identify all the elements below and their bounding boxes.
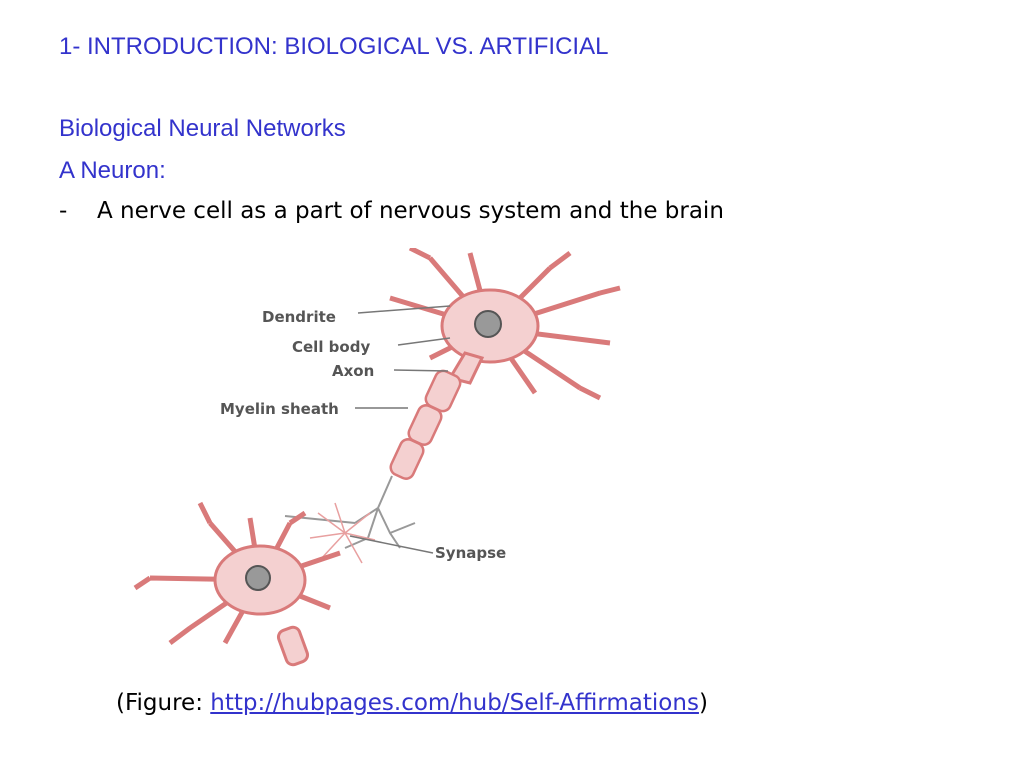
sub-heading: A Neuron: [59, 157, 166, 184]
section-heading: Biological Neural Networks [59, 115, 346, 142]
caption-suffix: ) [698, 690, 708, 716]
label-lines [349, 305, 451, 554]
synapse-label: Synapse [435, 544, 506, 562]
figure-caption: (Figure: http://hubpages.com/hub/Self-Af… [116, 690, 708, 716]
caption-link[interactable]: http://hubpages.com/hub/Self-Affirmation… [210, 690, 699, 716]
lower-neuron [133, 501, 341, 667]
bullet-text: A nerve cell as a part of nervous system… [97, 198, 724, 224]
lower-nucleus [245, 565, 271, 591]
caption-prefix: (Figure: [116, 690, 211, 716]
bullet-marker: - [59, 198, 68, 224]
axon [284, 369, 462, 549]
myelin-sheath-label: Myelin sheath [220, 400, 339, 418]
axon-label: Axon [332, 362, 374, 380]
slide-title: 1- INTRODUCTION: BIOLOGICAL VS. ARTIFICI… [59, 33, 609, 60]
bullet-item: - A nerve cell as a part of nervous syste… [59, 198, 724, 224]
neuron-diagram: Dendrite Cell body Axon Myelin sheath Sy… [133, 248, 621, 667]
synapse-burst [309, 502, 376, 564]
upper-nucleus [474, 310, 502, 338]
cell-body-label: Cell body [292, 338, 370, 356]
axon-terminals [284, 475, 416, 549]
dendrite-label: Dendrite [262, 308, 336, 326]
upper-neuron [389, 248, 621, 401]
myelin-segment [389, 438, 425, 480]
axon-hillock [447, 351, 485, 385]
myelin-segment [276, 625, 310, 667]
